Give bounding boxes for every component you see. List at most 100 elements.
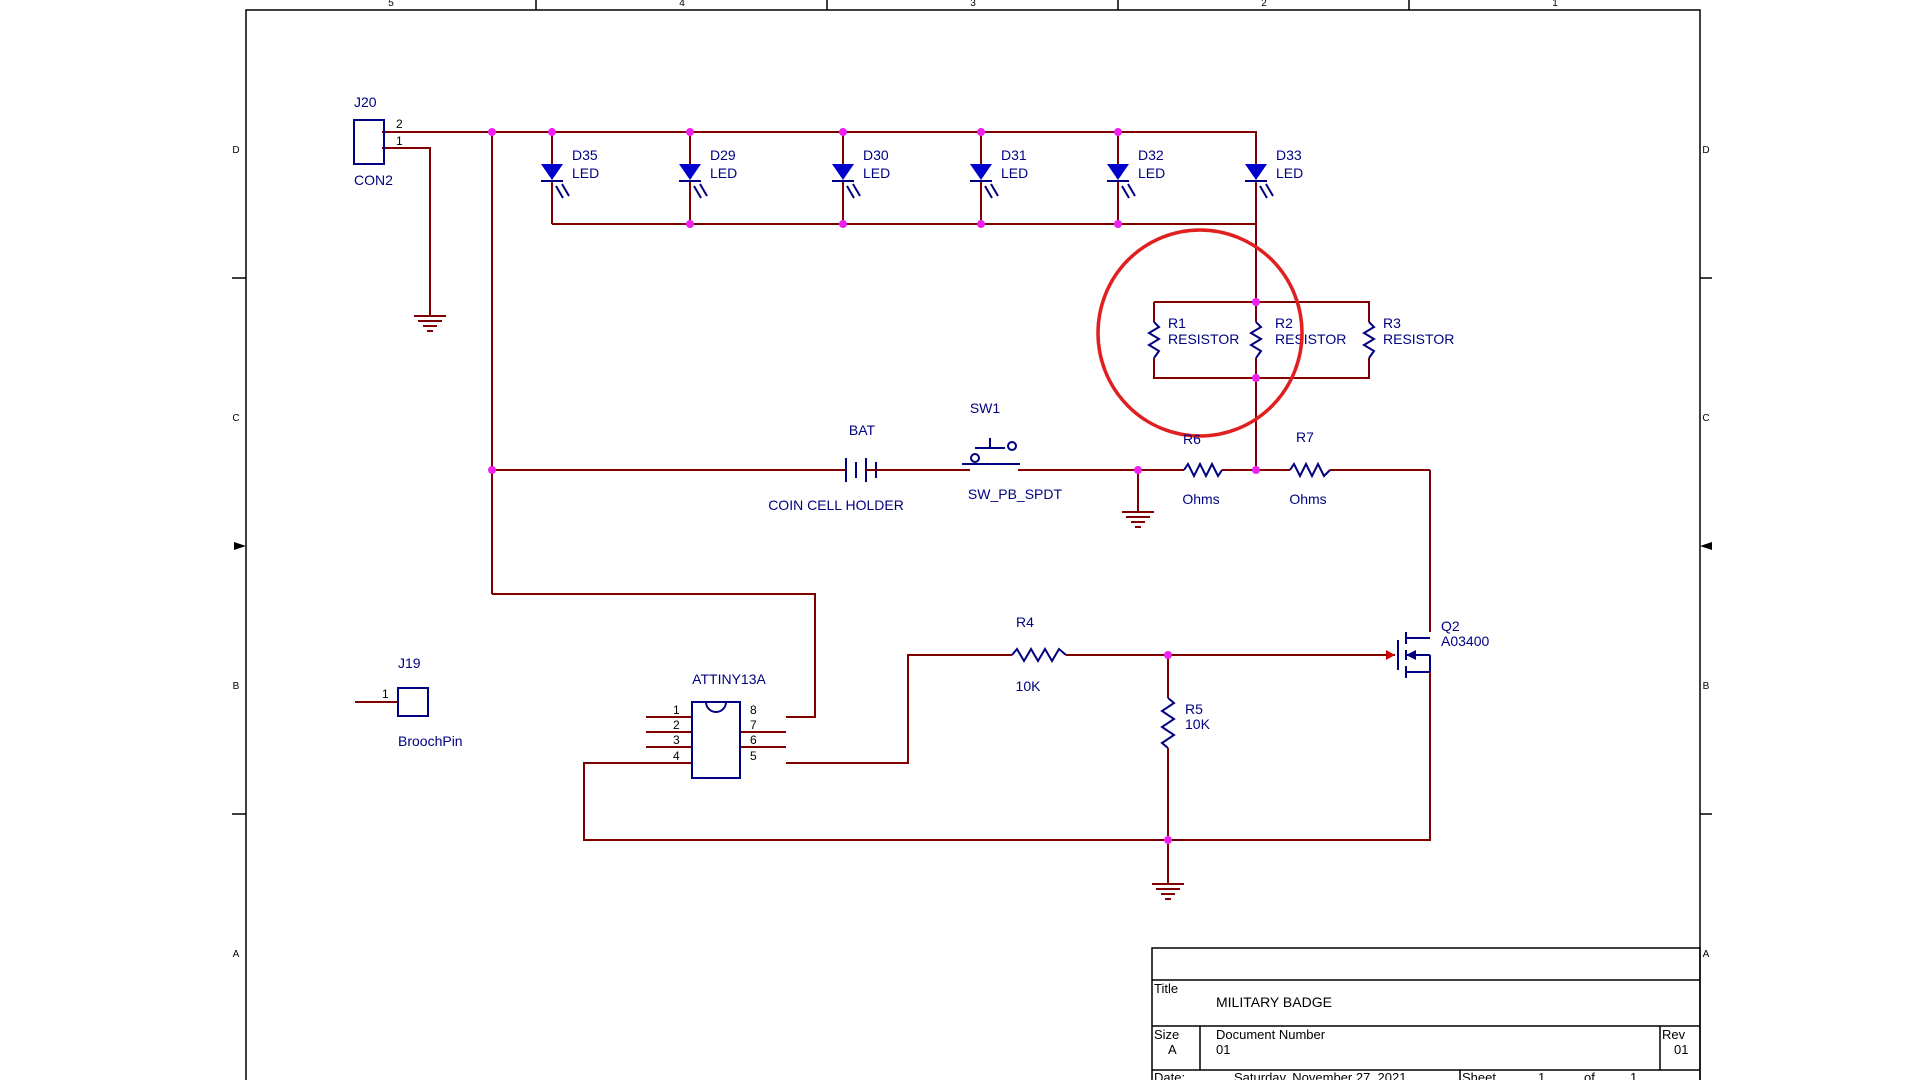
zone-row-label: B [1703,681,1710,692]
ic-pin-label: 5 [750,749,757,763]
zone-col-label: 5 [388,0,394,9]
date-value: Saturday, November 27, 2021 [1234,1070,1406,1080]
resistor-r3: R3 RESISTOR [1362,315,1454,359]
led-d31: D31 LED [970,147,1028,199]
resistor-value: RESISTOR [1168,331,1239,347]
led-ref: D35 [572,147,598,163]
resistor-value: 10K [1185,716,1211,732]
ic-pin-label: 8 [750,703,757,717]
document-title: MILITARY BADGE [1216,994,1332,1010]
resistor-value: RESISTOR [1383,331,1454,347]
sheet-label: Sheet [1462,1070,1496,1080]
zone-col-label: 1 [1552,0,1558,9]
led-value: LED [1138,165,1165,181]
zone-row-label: D [1702,145,1709,156]
resistor-value: Ohms [1289,491,1326,507]
ground-symbol [1152,883,1184,900]
resistor-value: Ohms [1182,491,1219,507]
size-label: Size [1154,1027,1179,1042]
led-ref: D31 [1001,147,1027,163]
resistor-ref: R6 [1183,431,1201,447]
switch-ref: SW1 [970,400,1001,416]
sheet-border [245,9,1701,1085]
resistor-r4: R4 10K [1011,614,1067,694]
led-d30: D30 LED [832,147,890,199]
docnum-label: Document Number [1216,1027,1326,1042]
rev-label: Rev [1662,1027,1686,1042]
resistor-ref: R4 [1016,614,1034,630]
battery-bat: BAT COIN CELL HOLDER [768,422,904,513]
j20-pin-label: 2 [396,117,403,131]
mosfet-value: A03400 [1441,633,1489,649]
mosfet-ref: Q2 [1441,618,1460,634]
led-ref: D32 [1138,147,1164,163]
zone-row-label: A [233,949,240,960]
resistor-value: RESISTOR [1275,331,1346,347]
zone-row-label: D [232,145,239,156]
j19-pin-label: 1 [382,687,389,701]
led-ref: D29 [710,147,736,163]
battery-ref: BAT [849,422,876,438]
zone-col-label: 4 [679,0,685,9]
title-label: Title [1154,981,1178,996]
resistor-r1: R1 RESISTOR [1147,315,1239,359]
led-d29: D29 LED [679,147,737,199]
ic-pin-label: 7 [750,718,757,732]
switch-sw1: SW1 SW_PB_SPDT [962,400,1063,502]
docnum-value: 01 [1216,1042,1230,1057]
highlight-circle [1096,228,1304,438]
resistor-r5: R5 10K [1160,697,1211,749]
ground-symbol [414,315,446,332]
led-value: LED [572,165,599,181]
ic-pin-label: 1 [673,703,680,717]
zone-ticks [232,0,1712,1085]
j20-ref: J20 [354,94,377,110]
ic-pin-label: 6 [750,733,757,747]
resistor-ref: R3 [1383,315,1401,331]
j20-pin-label: 1 [396,134,403,148]
zone-row-label: C [1702,413,1709,424]
size-value: A [1168,1042,1177,1057]
j19-ref: J19 [398,655,421,671]
ground-symbol [1122,511,1154,528]
led-ref: D30 [863,147,889,163]
resistor-value: 10K [1016,678,1042,694]
wires [355,131,1431,884]
led-d33: D33 LED [1245,147,1303,199]
zone-col-label: 2 [1261,0,1267,9]
led-value: LED [1001,165,1028,181]
ic-pin-label: 3 [673,733,680,747]
led-value: LED [863,165,890,181]
zone-col-label: 3 [970,0,976,9]
ic-pin-label: 2 [673,718,680,732]
zone-row-label: B [233,681,240,692]
connector-j19: J19 BroochPin 1 [382,655,463,749]
switch-value: SW_PB_SPDT [968,486,1063,502]
resistor-r6: R6 Ohms [1182,431,1223,507]
zone-row-label: A [1703,949,1710,960]
ic-name: ATTINY13A [692,671,766,687]
title-block: Title MILITARY BADGE Size A Document Num… [1151,947,1701,1085]
resistor-r2: R2 RESISTOR [1249,315,1346,359]
ic-attiny13a: ATTINY13A 1 2 3 4 8 7 6 5 [673,671,766,779]
resistor-ref: R2 [1275,315,1293,331]
resistor-ref: R1 [1168,315,1186,331]
mosfet-q2: Q2 A03400 [1386,618,1489,678]
resistor-ref: R5 [1185,701,1203,717]
sheet-total: 1 [1630,1070,1637,1080]
date-label: Date: [1154,1070,1185,1080]
ic-pin-label: 4 [673,749,680,763]
of-label: of [1584,1070,1595,1080]
led-value: LED [1276,165,1303,181]
battery-value: COIN CELL HOLDER [768,497,904,513]
resistor-r7: R7 Ohms [1289,429,1331,507]
sheet-value: 1 [1538,1070,1545,1080]
led-d32: D32 LED [1107,147,1165,199]
led-d35: D35 LED [541,147,599,199]
connector-j20: J20 CON2 2 1 [353,94,403,188]
j19-value: BroochPin [398,733,463,749]
j20-value: CON2 [354,172,393,188]
zone-row-label: C [232,413,239,424]
